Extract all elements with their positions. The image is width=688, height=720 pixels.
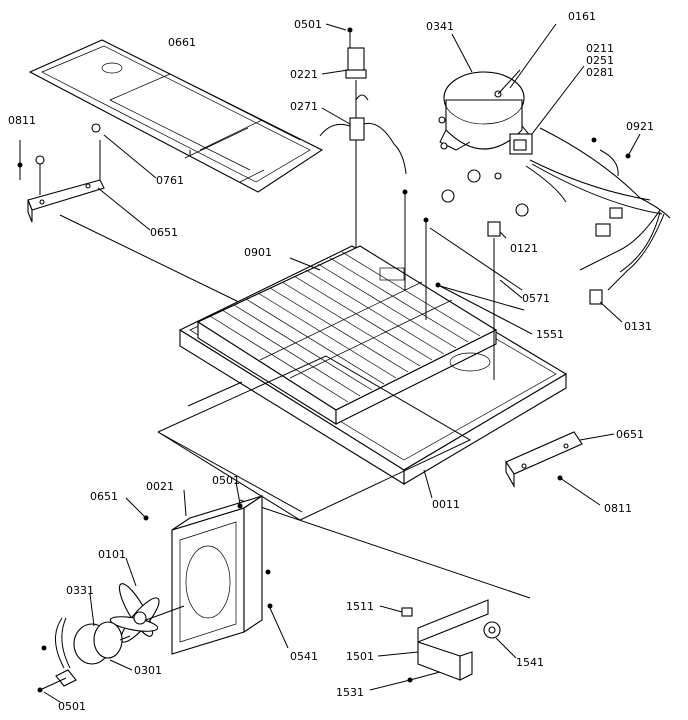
callout-0341: 0341 bbox=[426, 20, 454, 33]
callout-0211: 0211 bbox=[586, 42, 614, 55]
callout-0651-right: 0651 bbox=[616, 428, 644, 441]
callout-0761: 0761 bbox=[156, 174, 184, 187]
cover-plate-0661 bbox=[28, 39, 324, 193]
fan-blade-0101 bbox=[109, 583, 185, 643]
drain-tray bbox=[157, 355, 472, 521]
callout-1511: 1511 bbox=[346, 600, 374, 613]
callout-0661: 0661 bbox=[168, 36, 196, 49]
callout-0131: 0131 bbox=[624, 320, 652, 333]
callout-0901: 0901 bbox=[244, 246, 272, 259]
bracket-0651-right bbox=[505, 431, 601, 506]
callout-0501-top: 0501 bbox=[294, 18, 322, 31]
compressor-0341 bbox=[438, 69, 533, 237]
base-pan-0011 bbox=[178, 245, 568, 485]
callout-0811-right: 0811 bbox=[604, 502, 632, 515]
bracket-1501 bbox=[401, 599, 501, 683]
callout-1551: 1551 bbox=[536, 328, 564, 341]
callout-0331: 0331 bbox=[66, 584, 94, 597]
fan-shroud-0021 bbox=[143, 494, 273, 655]
callout-0011: 0011 bbox=[432, 498, 460, 511]
callout-0501-bottom: 0501 bbox=[58, 700, 86, 713]
fan-motor-0331 bbox=[37, 617, 131, 693]
callout-0251: 0251 bbox=[586, 54, 614, 67]
callout-0651-left: 0651 bbox=[150, 226, 178, 239]
callout-1531: 1531 bbox=[336, 686, 364, 699]
callout-1501: 1501 bbox=[346, 650, 374, 663]
wiring-harness-0131 bbox=[525, 127, 671, 305]
callout-0221: 0221 bbox=[290, 68, 318, 81]
callout-0271: 0271 bbox=[290, 100, 318, 113]
callout-0021: 0021 bbox=[146, 480, 174, 493]
callout-0541: 0541 bbox=[290, 650, 318, 663]
callout-1541: 1541 bbox=[516, 656, 544, 669]
callout-0101: 0101 bbox=[98, 548, 126, 561]
callout-0121: 0121 bbox=[510, 242, 538, 255]
callout-0811-left: 0811 bbox=[8, 114, 36, 127]
callout-0301: 0301 bbox=[134, 664, 162, 677]
overload-0271 bbox=[319, 94, 407, 175]
callout-0161: 0161 bbox=[568, 10, 596, 23]
bracket-0651-left bbox=[17, 123, 105, 223]
callout-0281: 0281 bbox=[586, 66, 614, 79]
condenser-coil-0901 bbox=[196, 245, 498, 425]
callout-0651-bottom: 0651 bbox=[90, 490, 118, 503]
callout-0921: 0921 bbox=[626, 120, 654, 133]
callout-0501-mid: 0501 bbox=[212, 474, 240, 487]
callout-0571: 0571 bbox=[522, 292, 550, 305]
